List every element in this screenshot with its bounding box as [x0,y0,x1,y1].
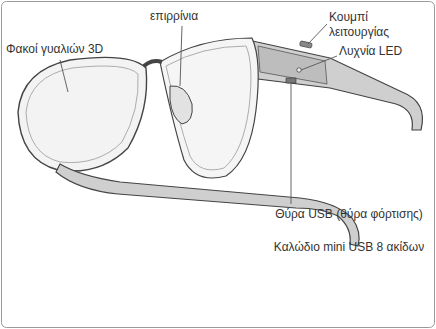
near-lens-inner [26,66,138,163]
near-lens [18,57,147,171]
part-label: Καλώδιο mini USB 8 ακίδων [266,240,432,255]
near-temple [56,164,359,246]
far-lens-inner [166,46,251,170]
leader-line [60,60,68,92]
part-label: Θύρα USB (θύρα φόρτισης) [266,207,432,222]
part-label: Λυχνία LED [339,44,431,59]
leader-line [180,26,182,86]
leader-line [291,84,292,204]
part-label: Κουμπί λειτουργίας [329,10,417,40]
leader-line [301,56,337,70]
far-lens [160,38,258,178]
led-lamp [297,68,301,72]
leader-line [308,24,327,44]
part-label: Φακοί γυαλιών 3D [6,42,136,57]
usb-port [286,78,296,83]
nose-pad [170,86,192,124]
battery-housing [258,46,327,84]
part-label: επιρρίνια [150,9,220,24]
